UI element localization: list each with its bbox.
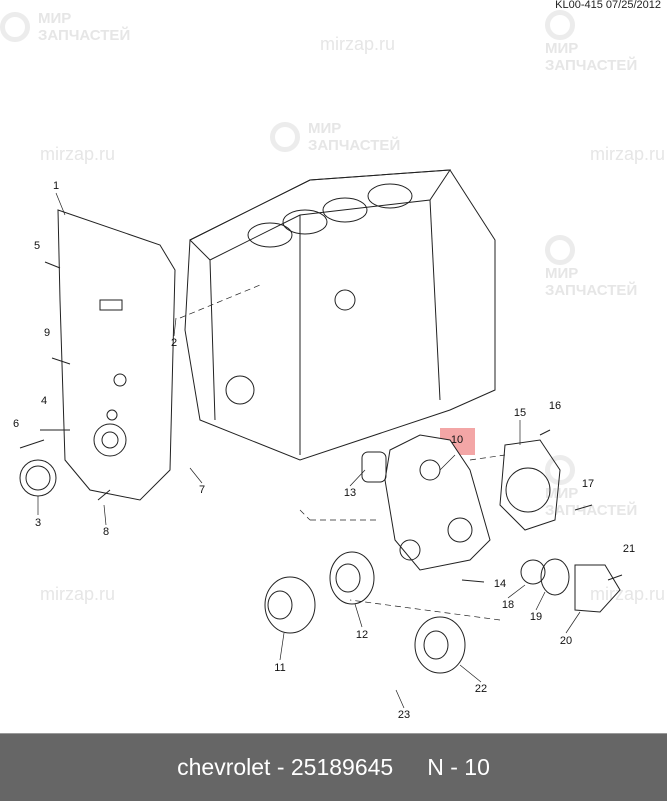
watermark-site: mirzap.ru (40, 144, 116, 164)
tensioner-12 (329, 551, 375, 605)
diagram-code: KL00-415 07/25/2012 (555, 0, 661, 11)
callout-14[interactable]: 14 (493, 578, 507, 590)
callout-7[interactable]: 7 (198, 484, 206, 496)
callout-1[interactable]: 1 (52, 180, 60, 192)
gasket-15 (499, 439, 561, 531)
watermark-site: mirzap.ru (40, 584, 116, 604)
callout-4[interactable]: 4 (40, 395, 48, 407)
bolts (19, 261, 623, 583)
gasket-13 (361, 451, 387, 483)
callout-16[interactable]: 16 (548, 400, 562, 412)
timing-cover (57, 209, 176, 501)
front-seal (19, 459, 57, 497)
thermostat-housing (574, 564, 621, 613)
pulley-22 (414, 616, 466, 674)
callout-18[interactable]: 18 (501, 599, 515, 611)
watermark-site: mirzap.ru (320, 34, 396, 54)
callout-15[interactable]: 15 (513, 407, 527, 419)
engine-block (184, 169, 496, 461)
callout-23[interactable]: 23 (397, 709, 411, 721)
diagram-position: N - 10 (427, 754, 490, 780)
callout-9[interactable]: 9 (43, 327, 51, 339)
callout-17[interactable]: 17 (581, 478, 595, 490)
callout-22[interactable]: 22 (474, 683, 488, 695)
callout-12[interactable]: 12 (355, 629, 369, 641)
thermostat (520, 558, 570, 596)
leader-lines (37, 192, 581, 709)
footer-bar: chevrolet - 25189645 N - 10 (0, 733, 667, 801)
callout-2[interactable]: 2 (170, 337, 178, 349)
water-pump (384, 434, 491, 571)
callout-5[interactable]: 5 (33, 240, 41, 252)
exploded-parts-diagram (19, 169, 623, 709)
watermark-site: mirzap.ru (590, 584, 666, 604)
watermark-site: mirzap.ru (590, 144, 666, 164)
callout-20[interactable]: 20 (559, 635, 573, 647)
callout-21[interactable]: 21 (622, 543, 636, 555)
callout-6[interactable]: 6 (12, 418, 20, 430)
callout-19[interactable]: 19 (529, 611, 543, 623)
idler-pulley-11 (264, 576, 316, 634)
callout-3[interactable]: 3 (34, 517, 42, 529)
callout-11[interactable]: 11 (274, 662, 286, 674)
dashed-guide-lines (179, 284, 506, 621)
part-number: chevrolet - 25189645 (177, 754, 394, 780)
callout-13[interactable]: 13 (343, 487, 357, 499)
callout-8[interactable]: 8 (102, 526, 110, 538)
callout-10[interactable]: 10 (450, 434, 464, 446)
